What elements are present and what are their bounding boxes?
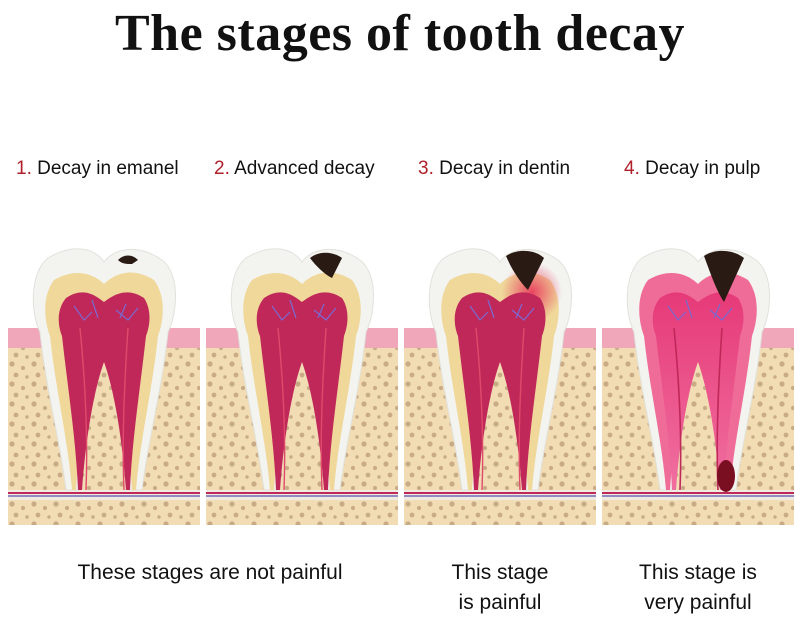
stage-text: Decay in dentin (439, 158, 571, 179)
caption-not-painful: These stages are not painful (77, 561, 343, 584)
stage-text: Decay in pulp (645, 158, 761, 179)
tooth-illustration-4 (602, 248, 794, 525)
caption-very-painful-line2: very painful (644, 591, 752, 614)
tooth-illustration-2 (206, 248, 398, 525)
stage-text: Decay in emanel (37, 158, 179, 179)
stage-label-3: 3. Decay in dentin (418, 158, 570, 180)
abscess (717, 460, 735, 492)
bone-strip (404, 490, 596, 500)
tooth-illustration-3 (404, 248, 596, 525)
caption-painful-line1: This stage (451, 561, 549, 584)
caption-painful-line2: is painful (458, 591, 542, 614)
tooth-panel-4 (602, 240, 794, 525)
tooth-panel-1 (8, 240, 200, 525)
tooth-panel-3 (404, 240, 596, 525)
bone-strip (206, 490, 398, 500)
caption-very-painful-line1: This stage is (639, 561, 757, 584)
stage-label-4: 4. Decay in pulp (624, 158, 760, 180)
stage-number: 3. (418, 158, 434, 179)
cavity (310, 252, 342, 278)
stage-number: 4. (624, 158, 640, 179)
pulp-vessels (667, 299, 733, 321)
diagram-title: The stages of tooth decay (114, 5, 685, 62)
cavity (704, 250, 744, 302)
caption-painful: This stage is painful (420, 558, 580, 618)
stage-label-1: 1. Decay in emanel (16, 158, 179, 180)
stage-number: 1. (16, 158, 32, 179)
tooth-illustration-1 (8, 248, 200, 525)
pulp-vessels (73, 299, 139, 321)
stage-number: 2. (214, 158, 230, 179)
pulp-vessels (469, 299, 535, 321)
tooth-panel-2 (206, 240, 398, 525)
cavity (506, 250, 544, 290)
cavity (118, 255, 138, 264)
stage-label-2: 2. Advanced decay (214, 158, 375, 180)
caption-very-painful: This stage is very painful (608, 558, 788, 618)
root-vessels (277, 327, 327, 491)
pulp-vessels (271, 299, 337, 321)
root-vessels (79, 327, 129, 491)
bone-strip (602, 490, 794, 500)
root-vessels (475, 327, 525, 491)
stage-text: Advanced decay (234, 158, 375, 179)
bone-strip (8, 490, 200, 500)
